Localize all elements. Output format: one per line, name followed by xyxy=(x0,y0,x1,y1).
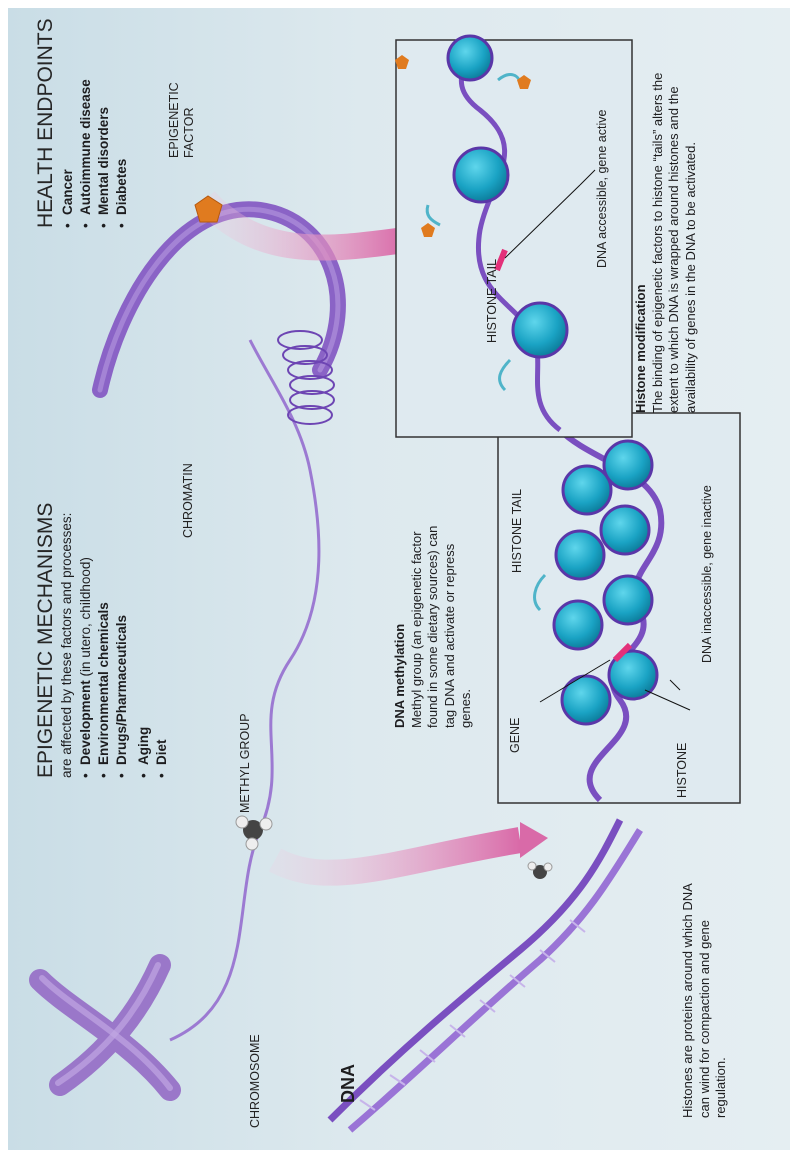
methyl-arrow xyxy=(275,840,520,873)
factor-item-label: Drugs/Pharmaceuticals xyxy=(114,615,129,765)
epigenetic-mechanisms-title: EPIGENETIC MECHANISMS xyxy=(34,503,59,778)
methyl-tag-icon xyxy=(528,862,552,879)
factor-item-detail: (in utero, childhood) xyxy=(78,557,93,680)
health-item: Diabetes xyxy=(113,79,131,228)
histone-tail-label-active: HISTONE TAIL xyxy=(485,259,500,343)
dna-methylation-body: Methyl group (an epigenetic factor found… xyxy=(409,508,475,728)
dna-methylation-title: DNA methylation xyxy=(392,508,409,728)
health-item: Cancer xyxy=(59,79,77,228)
factor-item-label: Environmental chemicals xyxy=(96,602,111,765)
factor-item-drugs: Drugs/Pharmaceuticals xyxy=(113,557,131,778)
methyl-molecule-icon xyxy=(236,816,272,850)
health-item-label: Diabetes xyxy=(114,159,129,215)
methyl-group-label: METHYL GROUP xyxy=(238,713,253,813)
health-item: Mental disorders xyxy=(95,79,113,228)
histone-modification-body: The binding of epigenetic factors to his… xyxy=(650,63,700,413)
factor-item-label: Aging xyxy=(136,727,151,765)
histone-label: HISTONE xyxy=(675,743,690,798)
factor-item-aging: Aging xyxy=(135,557,153,778)
chromosome-shape xyxy=(40,965,170,1090)
histone-modification-title: Histone modification xyxy=(633,63,650,413)
factor-item-chemicals: Environmental chemicals xyxy=(95,557,113,778)
dna-inaccessible-label: DNA inaccessible, gene inactive xyxy=(700,485,715,663)
epigenetic-factor-label-line2: FACTOR xyxy=(182,108,197,158)
factor-item-label: Development xyxy=(78,680,93,765)
health-item-label: Cancer xyxy=(60,169,75,215)
health-endpoints-list: Cancer Autoimmune disease Mental disorde… xyxy=(59,79,131,228)
dna-methylation-block: DNA methylation Methyl group (an epigene… xyxy=(392,508,475,728)
dna-label: DNA xyxy=(338,1064,359,1103)
chromatin-fiber xyxy=(170,340,319,1040)
factor-item-diet: Diet xyxy=(153,557,171,778)
factor-item-label: Diet xyxy=(154,739,169,765)
health-item-label: Autoimmune disease xyxy=(78,79,93,215)
epigenetic-factor-label-line1: EPIGENETIC xyxy=(167,82,182,158)
health-item-label: Mental disorders xyxy=(96,107,111,215)
dna-accessible-label: DNA accessible, gene active xyxy=(595,110,610,268)
histone-note: Histones are proteins around which DNA c… xyxy=(680,878,730,1118)
factor-item-development: Development (in utero, childhood) xyxy=(77,557,95,778)
chromosome-label: CHROMOSOME xyxy=(248,1034,263,1128)
chromatin-label: CHROMATIN xyxy=(181,463,196,538)
histone-tail-label-inactive: HISTONE TAIL xyxy=(510,489,525,573)
histone-modification-block: Histone modification The binding of epig… xyxy=(633,63,699,413)
health-item: Autoimmune disease xyxy=(77,79,95,228)
epigenetic-subtitle: are affected by these factors and proces… xyxy=(59,513,75,778)
health-endpoints-title: HEALTH ENDPOINTS xyxy=(34,18,59,228)
gene-label: GENE xyxy=(508,718,523,753)
epigenetic-factor-list: Development (in utero, childhood) Enviro… xyxy=(77,557,171,778)
